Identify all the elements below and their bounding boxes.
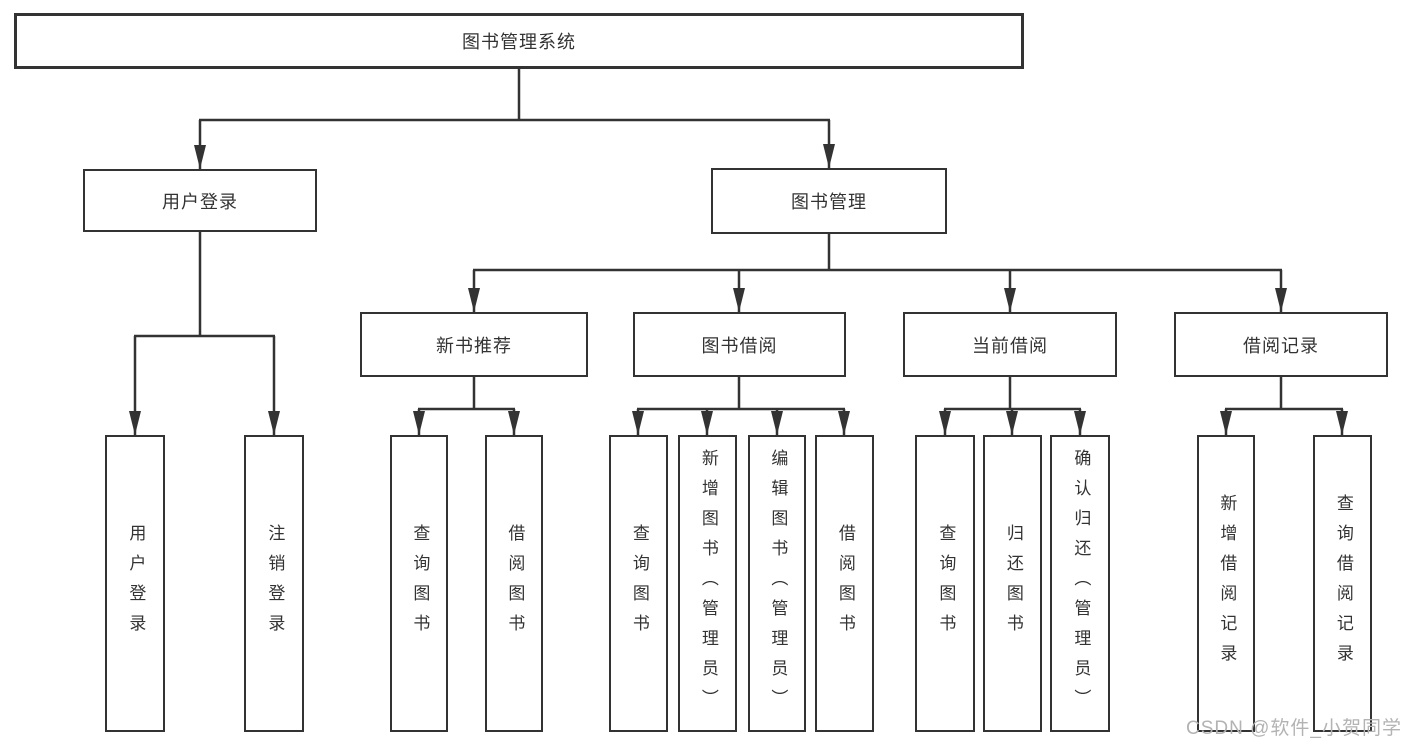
- leaf-user-login-label: 用户登录: [126, 523, 146, 644]
- leaf-borrow-add-books-admin: 新增图书（管理员）: [678, 435, 737, 732]
- node-current-borrowing: 当前借阅: [903, 312, 1117, 377]
- leaf-borrow-borrow-books-label: 借阅图书: [835, 523, 855, 644]
- node-book-management: 图书管理: [711, 168, 947, 234]
- leaf-current-return-books: 归还图书: [983, 435, 1042, 732]
- node-book-borrowing: 图书借阅: [633, 312, 846, 377]
- leaf-newbook-borrow-books-label: 借阅图书: [505, 523, 525, 644]
- leaf-logout: 注销登录: [244, 435, 304, 732]
- leaf-newbook-query-books: 查询图书: [390, 435, 448, 732]
- leaf-current-query-books-label: 查询图书: [936, 523, 956, 644]
- leaf-newbook-borrow-books: 借阅图书: [485, 435, 543, 732]
- node-new-book-recommendation: 新书推荐: [360, 312, 588, 377]
- leaf-records-add-record-label: 新增借阅记录: [1217, 493, 1237, 674]
- node-user-login: 用户登录: [83, 169, 317, 232]
- leaf-newbook-query-books-label: 查询图书: [410, 523, 430, 644]
- leaf-records-query-record: 查询借阅记录: [1313, 435, 1372, 732]
- leaf-borrow-borrow-books: 借阅图书: [815, 435, 874, 732]
- leaf-borrow-query-books-label: 查询图书: [629, 523, 649, 644]
- node-library-management-system: 图书管理系统: [14, 13, 1024, 69]
- node-borrowing-records: 借阅记录: [1174, 312, 1388, 377]
- leaf-records-add-record: 新增借阅记录: [1197, 435, 1255, 732]
- leaf-current-confirm-return-admin-label: 确认归还（管理员）: [1071, 448, 1091, 719]
- leaf-records-query-record-label: 查询借阅记录: [1333, 493, 1353, 674]
- leaf-logout-label: 注销登录: [265, 523, 285, 644]
- leaf-current-query-books: 查询图书: [915, 435, 975, 732]
- leaf-borrow-edit-books-admin: 编辑图书（管理员）: [748, 435, 806, 732]
- leaf-borrow-add-books-admin-label: 新增图书（管理员）: [698, 448, 718, 719]
- leaf-current-return-books-label: 归还图书: [1003, 523, 1023, 644]
- leaf-current-confirm-return-admin: 确认归还（管理员）: [1050, 435, 1110, 732]
- leaf-borrow-edit-books-admin-label: 编辑图书（管理员）: [768, 448, 788, 719]
- leaf-user-login: 用户登录: [105, 435, 165, 732]
- leaf-borrow-query-books: 查询图书: [609, 435, 668, 732]
- watermark: CSDN @软件_小贺同学: [1186, 718, 1402, 739]
